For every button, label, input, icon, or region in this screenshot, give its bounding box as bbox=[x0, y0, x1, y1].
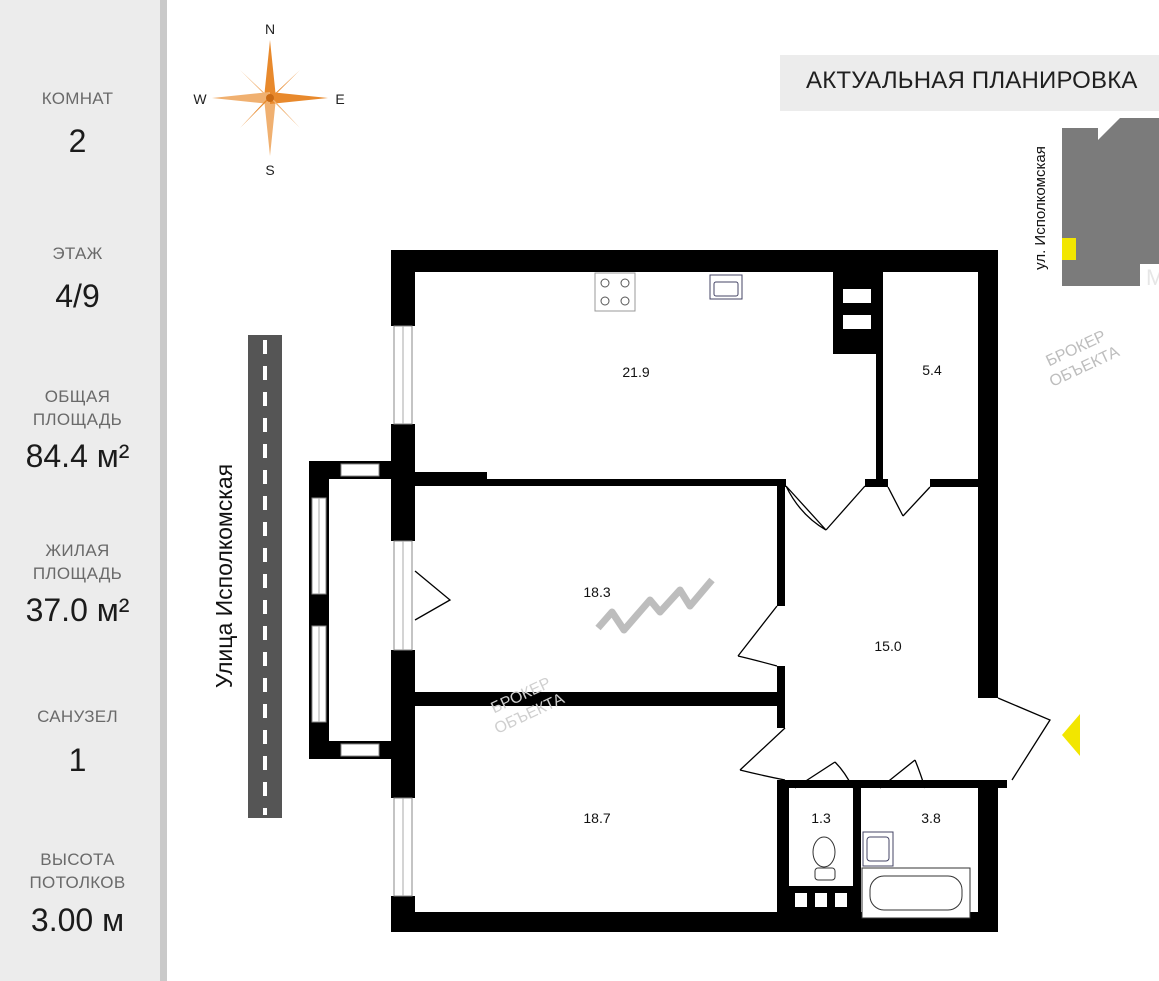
stat-bathroom: САНУЗЕЛ 1 bbox=[0, 705, 155, 780]
toilet-icon bbox=[812, 836, 836, 881]
watermark-logo-icon bbox=[595, 577, 715, 634]
sink-icon bbox=[862, 831, 894, 867]
stat-floor-value: 4/9 bbox=[55, 278, 100, 314]
stove-icon bbox=[594, 272, 636, 312]
stat-rooms-value: 2 bbox=[68, 123, 87, 159]
stat-floor-label: ЭТАЖ bbox=[52, 244, 103, 263]
bay-window bbox=[309, 461, 391, 759]
windows bbox=[393, 325, 413, 897]
stat-floor: ЭТАЖ 4/9 bbox=[0, 242, 155, 316]
sidebar-divider bbox=[160, 0, 167, 981]
vent-shafts bbox=[795, 289, 871, 907]
stat-rooms-label: КОМНАТ bbox=[41, 89, 114, 108]
stat-living-area: ЖИЛАЯ ПЛОЩАДЬ 37.0 м² bbox=[0, 539, 155, 630]
stat-rooms: КОМНАТ 2 bbox=[0, 87, 155, 161]
stat-living-area-value: 37.0 м² bbox=[25, 592, 130, 628]
room-area-kitchen: 21.9 bbox=[622, 364, 649, 380]
stat-total-area-value: 84.4 м² bbox=[25, 438, 130, 474]
stat-ceiling-height-value: 3.00 м bbox=[30, 902, 125, 938]
room-area-bathroom: 3.8 bbox=[921, 810, 941, 826]
room-area-room-1: 18.3 bbox=[583, 584, 610, 600]
exterior-walls bbox=[391, 250, 998, 932]
interior-walls bbox=[415, 264, 1007, 930]
watermark-broker: БРОКЕР ОБЪЕКТА bbox=[1044, 328, 1123, 391]
compass-east-label: E bbox=[335, 91, 344, 107]
room-area-hall: 15.0 bbox=[874, 638, 901, 654]
locator-partial-label: М bbox=[1146, 265, 1159, 290]
page-title: АКТУАЛЬНАЯ ПЛАНИРОВКА bbox=[806, 67, 1138, 94]
road-icon bbox=[248, 335, 282, 818]
compass-rose-icon bbox=[212, 40, 328, 156]
entrance-marker-icon bbox=[1062, 714, 1080, 756]
stat-bathroom-label: САНУЗЕЛ bbox=[37, 707, 118, 726]
stat-total-area: ОБЩАЯ ПЛОЩАДЬ 84.4 м² bbox=[0, 385, 155, 476]
stat-ceiling-height-label: ВЫСОТА ПОТОЛКОВ bbox=[29, 850, 126, 892]
sidebar bbox=[0, 0, 160, 981]
header-box bbox=[780, 55, 1159, 111]
kitchen-sink-icon bbox=[709, 274, 743, 300]
stat-ceiling-height: ВЫСОТА ПОТОЛКОВ 3.00 м bbox=[0, 848, 155, 940]
compass-south-label: S bbox=[265, 162, 274, 178]
bathtub-icon bbox=[861, 867, 971, 919]
floor-area bbox=[391, 250, 998, 930]
street-label: Улица Исполкомская bbox=[211, 464, 237, 688]
stat-total-area-label: ОБЩАЯ ПЛОЩАДЬ bbox=[32, 387, 123, 429]
room-area-storage: 5.4 bbox=[922, 362, 942, 378]
stat-living-area-label: ЖИЛАЯ ПЛОЩАДЬ bbox=[32, 541, 123, 583]
locator-street-label: ул. Исполкомская bbox=[1032, 146, 1049, 270]
compass-west-label: W bbox=[193, 91, 207, 107]
doors bbox=[414, 485, 1051, 789]
compass-north-label: N bbox=[265, 21, 275, 37]
locator-map bbox=[1062, 118, 1159, 286]
room-area-wc: 1.3 bbox=[811, 810, 831, 826]
stat-bathroom-value: 1 bbox=[68, 742, 87, 778]
room-area-room-2: 18.7 bbox=[583, 810, 610, 826]
